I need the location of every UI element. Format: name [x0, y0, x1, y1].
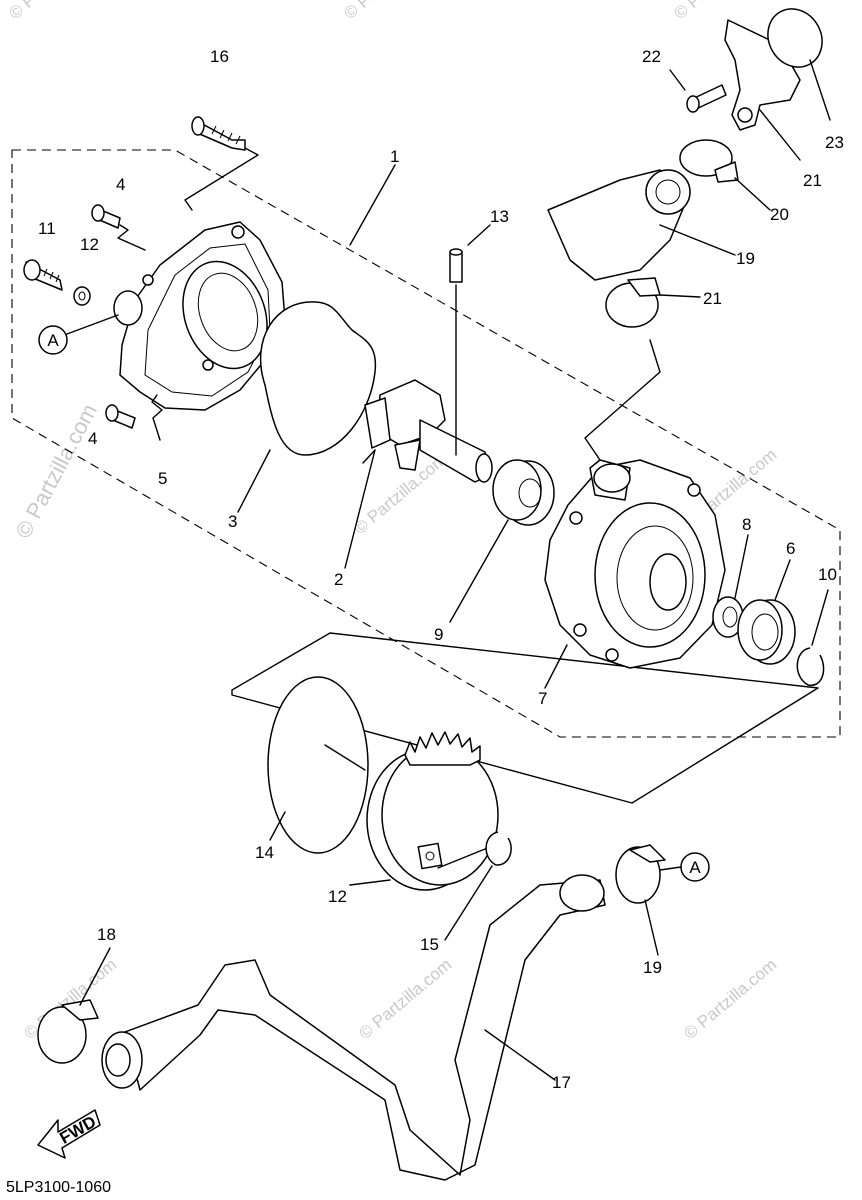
part-3-gasket [237, 301, 377, 513]
part-21-clamp-upper [679, 139, 771, 211]
callout-17: 16 [210, 47, 229, 66]
fwd-direction-arrow: FWD [37, 1109, 101, 1159]
callout-12: 12 [80, 235, 99, 254]
callout-1: 1 [390, 147, 399, 166]
callout-9: 9 [434, 625, 443, 644]
part-2-impeller [344, 379, 493, 569]
part-13-gear [349, 731, 499, 891]
callout-15: 14 [255, 843, 274, 862]
part-19-clamp-right [615, 844, 666, 956]
callout-10: 10 [818, 565, 837, 584]
callout-21-upper: 20 [770, 205, 789, 224]
callout-labels: 16 1 4 11 12 13 4 5 3 2 9 7 8 6 10 14 12… [38, 47, 844, 1092]
watermark: © Partzilla.com [680, 955, 780, 1043]
o-ring-cover-fitting [113, 290, 143, 326]
part-17-bolt [184, 116, 259, 211]
part-1-leader [349, 164, 396, 246]
part-9-seal [449, 459, 555, 623]
callout-2: 2 [334, 570, 343, 589]
watermark: © Partzilla.com [340, 0, 440, 23]
part-code: 5LP3100-1060 [6, 1179, 111, 1196]
part-12-washer [73, 286, 91, 306]
callout-18: 17 [552, 1073, 571, 1092]
part-16-circlip [444, 831, 512, 941]
callout-7: 7 [538, 689, 547, 708]
callout-20: 19 [736, 249, 755, 268]
callout-4-lower: 4 [88, 429, 97, 448]
part-5-pump-cover [119, 221, 286, 441]
callout-21-lower: 21 [703, 289, 722, 308]
part-6-bearing [737, 559, 796, 665]
reference-marker-a-upper: A [38, 314, 119, 355]
part-7-pump-housing [544, 339, 726, 689]
part-21-clamp-lower [605, 277, 701, 328]
part-20-hose [547, 169, 736, 281]
callout-22: 21 [803, 171, 822, 190]
part-23-bolt [669, 69, 727, 113]
part-14-pin [449, 224, 491, 456]
callout-19-left: 18 [97, 925, 116, 944]
marker-label: A [689, 858, 701, 877]
part-10-circlip [796, 589, 829, 686]
reference-marker-a-lower: A [659, 852, 710, 882]
part-18-hose [101, 874, 606, 1181]
watermark: © Partzilla.com [670, 0, 770, 23]
marker-label: A [47, 331, 59, 350]
callout-8: 8 [742, 515, 751, 534]
callout-11: 11 [38, 219, 56, 238]
callout-16: 15 [420, 935, 439, 954]
part-19-clamp-left [37, 947, 111, 1064]
part-15-o-ring [267, 676, 369, 854]
part-11-bolt [23, 259, 63, 291]
part-24-o-ring [767, 8, 831, 121]
callout-23: 22 [642, 47, 661, 66]
fwd-label: FWD [56, 1112, 99, 1148]
callout-14: 13 [490, 207, 509, 226]
watermark: © Partzilla.com [5, 0, 105, 23]
watermark-main: © Partzilla.com [10, 400, 102, 543]
callout-24: 23 [825, 133, 844, 152]
callout-6: 6 [786, 539, 795, 558]
part-4-bolt-upper [91, 204, 146, 251]
part-4-bolt-lower [105, 404, 136, 429]
callout-3: 3 [228, 512, 237, 531]
callout-13: 12 [328, 887, 347, 906]
callout-4-upper: 4 [116, 175, 125, 194]
callout-19-right: 19 [643, 958, 662, 977]
watermark: © Partzilla.com [355, 955, 455, 1043]
callout-5: 5 [158, 469, 167, 488]
